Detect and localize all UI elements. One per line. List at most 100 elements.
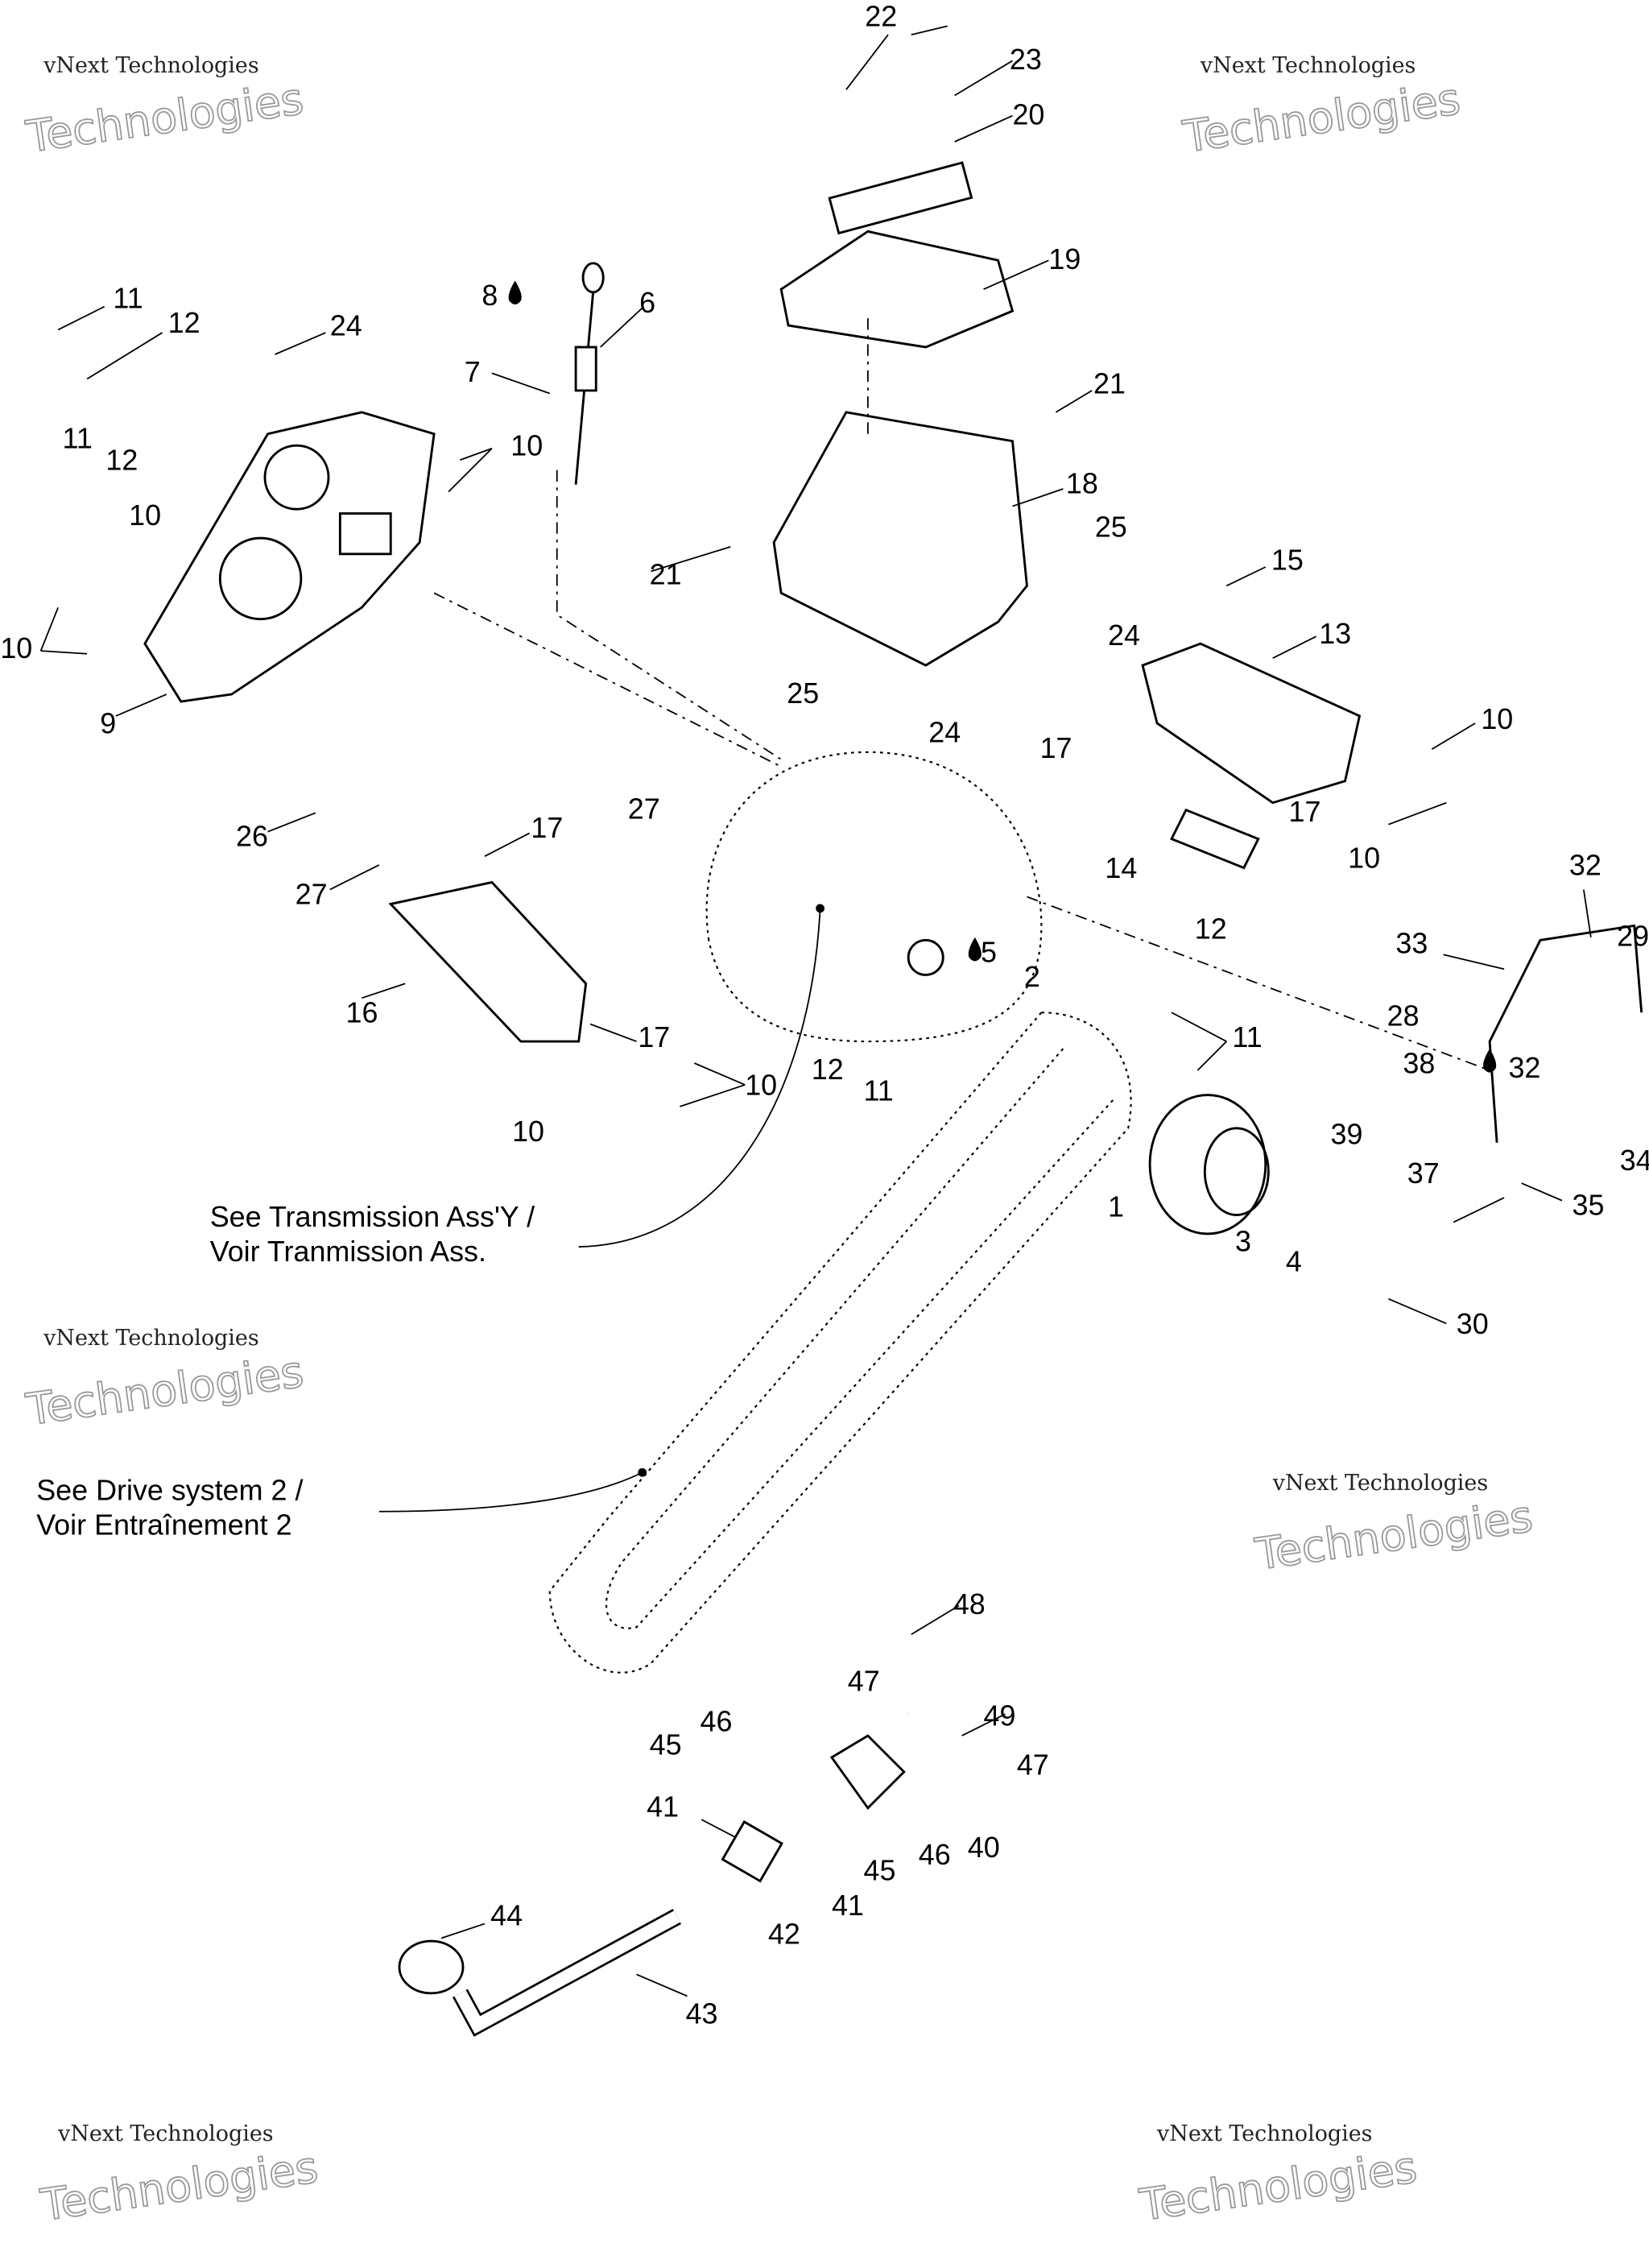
drive-belt — [548, 1012, 1132, 1674]
callout-5: 5 — [981, 935, 997, 968]
watermark-text: vNext Technologies — [57, 2121, 273, 2146]
callout-27: 27 — [295, 877, 328, 910]
callout-11: 11 — [63, 422, 93, 455]
shift-lever — [398, 924, 1643, 2037]
callout-37: 37 — [1407, 1157, 1440, 1190]
callout-45: 45 — [863, 1854, 895, 1887]
callout-10: 10 — [1481, 702, 1513, 735]
centerlines — [433, 318, 1490, 1071]
callout-46: 46 — [701, 1705, 733, 1738]
callout-26: 26 — [236, 820, 268, 853]
watermark-text: vNext Technologies — [1272, 1471, 1488, 1496]
callout-17: 17 — [1288, 795, 1320, 828]
callout-32: 32 — [1508, 1051, 1540, 1084]
callout-41: 41 — [832, 1889, 864, 1922]
pulley — [1148, 1094, 1270, 1235]
callout-11: 11 — [1232, 1020, 1262, 1053]
callout-1: 1 — [1108, 1190, 1124, 1223]
note-transmission-en: See Transmission Ass'Y / — [210, 1200, 535, 1233]
callout-33: 33 — [1395, 927, 1428, 960]
callout-10: 10 — [0, 631, 32, 664]
battery-tray — [772, 161, 1028, 667]
callout-12: 12 — [105, 444, 138, 477]
callout-24: 24 — [1108, 619, 1140, 652]
callout-30: 30 — [1457, 1307, 1489, 1340]
callout-40: 40 — [968, 1831, 1000, 1864]
dipstick — [574, 262, 605, 485]
callout-8: 8 — [481, 279, 498, 312]
callout-10: 10 — [510, 429, 543, 462]
oil-drop-icon — [508, 280, 1497, 1073]
callout-43: 43 — [686, 1997, 718, 2030]
watermark-text: vNext Technologies — [43, 1326, 258, 1351]
callout-6: 6 — [639, 286, 655, 319]
callout-25: 25 — [787, 677, 819, 710]
callout-49: 49 — [984, 1699, 1016, 1732]
callout-10: 10 — [1348, 842, 1380, 875]
callout-9: 9 — [100, 707, 116, 740]
callout-11: 11 — [863, 1074, 893, 1107]
callout-12: 12 — [168, 306, 200, 339]
note-drive-fr: Voir Entraînement 2 — [36, 1508, 291, 1541]
callout-10: 10 — [129, 499, 161, 532]
callout-14: 14 — [1105, 851, 1137, 884]
callout-3: 3 — [1235, 1224, 1251, 1257]
callout-47: 47 — [848, 1664, 880, 1697]
callout-44: 44 — [490, 1898, 523, 1931]
callout-16: 16 — [346, 996, 378, 1029]
callout-21: 21 — [1093, 366, 1126, 399]
note-drive-en: See Drive system 2 / — [36, 1473, 303, 1506]
watermark-text: vNext Technologies — [43, 53, 258, 78]
watermark-text: Technologies — [1136, 2142, 1420, 2231]
callout-45: 45 — [650, 1728, 682, 1761]
callout-13: 13 — [1319, 617, 1351, 650]
callout-4: 4 — [1286, 1245, 1302, 1278]
callout-12: 12 — [1195, 913, 1227, 946]
callout-17: 17 — [1040, 731, 1072, 764]
callout-10: 10 — [512, 1115, 544, 1148]
callout-25: 25 — [1095, 510, 1127, 543]
callout-38: 38 — [1403, 1047, 1435, 1080]
callouts: 22 23 20 19 8 6 11 12 24 7 21 11 12 10 1… — [0, 0, 1649, 2030]
mounting-plate — [143, 411, 436, 703]
callout-12: 12 — [812, 1053, 844, 1086]
callout-20: 20 — [1012, 97, 1044, 130]
bracket — [1141, 642, 1362, 870]
callout-10: 10 — [745, 1069, 777, 1102]
callout-35: 35 — [1572, 1189, 1604, 1222]
callout-18: 18 — [1066, 466, 1098, 499]
callout-39: 39 — [1331, 1118, 1363, 1151]
callout-28: 28 — [1387, 999, 1420, 1032]
transmission-outline — [705, 751, 1043, 1043]
callout-17: 17 — [531, 811, 563, 844]
shield — [388, 880, 588, 1043]
watermark-text: Technologies — [1252, 1491, 1535, 1580]
watermark-text: Technologies — [37, 2142, 320, 2231]
watermark-text: Technologies — [23, 1346, 306, 1435]
callout-22: 22 — [865, 0, 897, 32]
watermark-text: vNext Technologies — [1200, 53, 1415, 78]
callout-7: 7 — [465, 355, 481, 388]
callout-24: 24 — [330, 309, 362, 342]
callout-19: 19 — [1048, 242, 1081, 275]
callout-29: 29 — [1617, 920, 1649, 953]
callout-2: 2 — [1024, 960, 1040, 993]
watermark-text: Technologies — [23, 73, 306, 163]
reference-notes: See Transmission Ass'Y / Voir Tranmissio… — [36, 904, 824, 1541]
callout-47: 47 — [1017, 1749, 1049, 1782]
callout-46: 46 — [919, 1838, 951, 1871]
callout-15: 15 — [1271, 544, 1304, 577]
watermark: vNext Technologies Technologies vNext Te… — [22, 53, 1536, 2232]
shift-rod — [903, 1194, 1481, 1720]
callout-42: 42 — [768, 1918, 800, 1951]
watermark-text: Technologies — [1180, 73, 1463, 163]
note-transmission-fr: Voir Tranmission Ass. — [210, 1235, 486, 1268]
callout-23: 23 — [1010, 43, 1042, 76]
watermark-text: vNext Technologies — [1156, 2121, 1372, 2146]
callout-34: 34 — [1620, 1144, 1649, 1177]
leader-lines — [39, 25, 1592, 1997]
callout-48: 48 — [953, 1587, 986, 1620]
callout-41: 41 — [647, 1790, 679, 1823]
